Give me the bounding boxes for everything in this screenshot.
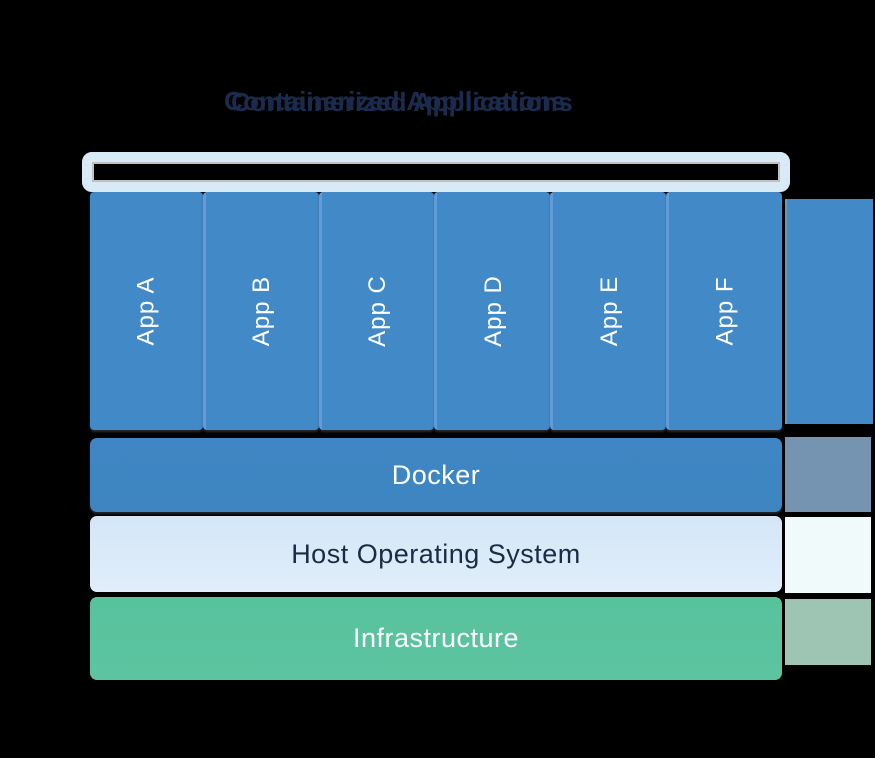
app-column-f-label: App F: [711, 276, 739, 346]
app-column-a-label: App A: [132, 276, 160, 346]
infrastructure-layer-bar: Infrastructure: [90, 597, 782, 680]
app-column-d-label: App D: [479, 275, 507, 347]
app-column-e: App E: [550, 192, 667, 430]
docker-layer-label: Docker: [391, 459, 481, 490]
containers-frame: [82, 152, 790, 192]
render-artifact-apps-block: [785, 199, 873, 424]
app-column-c: App C: [318, 192, 435, 430]
page-title: Containerized Applications Containerized…: [0, 86, 790, 117]
app-columns-row: App A App B App C App D App E App F: [90, 192, 782, 430]
host-os-layer-bar: Host Operating System: [90, 516, 782, 592]
app-column-b-label: App B: [248, 275, 276, 347]
docker-layer-bar: Docker: [90, 438, 782, 512]
app-column-b: App B: [202, 192, 319, 430]
app-column-e-label: App E: [595, 275, 623, 347]
render-artifact-docker-block: [785, 437, 871, 512]
host-os-layer-label: Host Operating System: [291, 538, 581, 569]
page-title-text: Containerized Applications: [224, 86, 566, 116]
app-column-d: App D: [434, 192, 551, 430]
render-artifact-infrastructure-block: [785, 599, 871, 665]
app-column-a: App A: [90, 192, 203, 430]
page-title-ghost-echo: Containerized Applications: [231, 87, 573, 117]
app-column-f: App F: [666, 192, 782, 430]
app-column-c-label: App C: [364, 275, 392, 347]
render-artifact-host-os-block: [785, 517, 871, 593]
infrastructure-layer-label: Infrastructure: [352, 623, 520, 653]
